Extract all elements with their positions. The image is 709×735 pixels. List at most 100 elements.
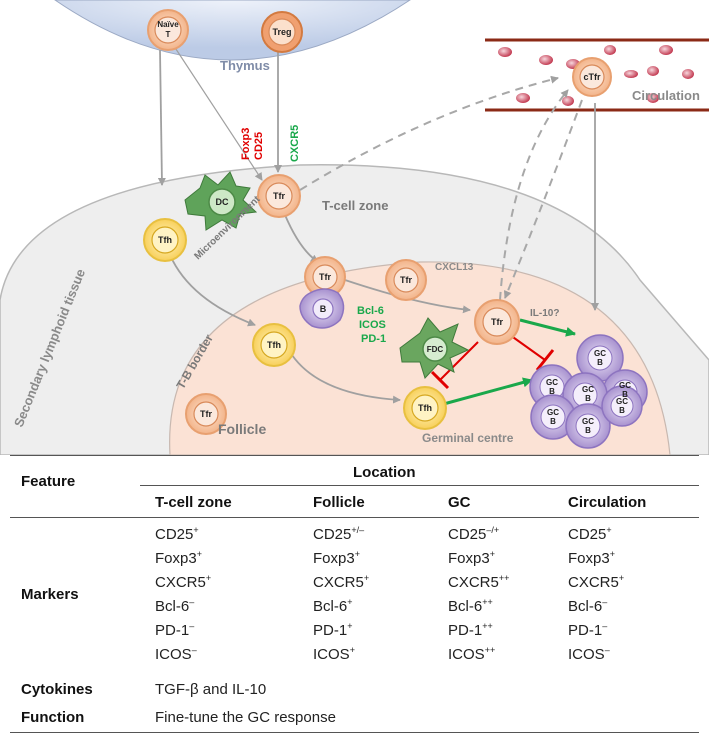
gc-b-label: B — [550, 417, 556, 426]
table-bottom-rule — [10, 732, 699, 733]
germinal-centre-label: Germinal centre — [422, 431, 514, 445]
marker-expression: ++ — [498, 573, 510, 583]
tfr-label: Tfr — [400, 275, 412, 285]
marker-cell: Bcl-6– — [155, 597, 195, 616]
fdc-label: FDC — [427, 345, 444, 354]
icos-marker-label: ICOS — [359, 319, 386, 331]
marker-cell: ICOS++ — [448, 645, 496, 664]
marker-expression: ++ — [482, 621, 493, 631]
follicular-dendritic-cell — [399, 317, 470, 379]
marker-cell: PD-1– — [155, 622, 194, 640]
marker-expression: + — [205, 573, 212, 583]
gc-b-label: GC — [582, 385, 594, 394]
tcell-zone-label: T-cell zone — [322, 198, 388, 213]
arrow-tfh-to-border — [169, 254, 256, 327]
marker-cell: Foxp3+ — [568, 550, 615, 568]
foxp3-marker-label: Foxp3 — [240, 128, 252, 160]
column-header-gc: GC — [448, 494, 471, 511]
header-bottom-rule — [10, 517, 699, 518]
markers-label: Markers — [21, 586, 79, 603]
marker-expression: + — [618, 573, 625, 583]
dashed-arrow-tfr-to-circulation — [299, 75, 559, 191]
activation-tfh-to-gcb — [439, 377, 533, 407]
marker-name: Foxp3 — [313, 550, 355, 567]
marker-expression: – — [191, 645, 197, 655]
inhibition-tfr-to-tfh — [430, 341, 479, 390]
marker-name: CD25 — [568, 526, 607, 543]
gc-b-cell — [530, 394, 576, 440]
arrow-naive-to-tfr — [169, 39, 263, 181]
marker-expression: ++ — [484, 645, 496, 655]
gc-b-label: B — [585, 426, 591, 435]
gc-b-label: B — [622, 390, 628, 399]
marker-cell: Foxp3+ — [448, 550, 495, 568]
location-header: Location — [353, 464, 416, 481]
marker-expression: + — [193, 525, 199, 535]
gc-b-label: B — [597, 358, 603, 367]
arrow-tfr-to-gc-tfr — [344, 279, 471, 314]
marker-name: Bcl-6 — [568, 598, 603, 615]
marker-expression: + — [363, 573, 370, 583]
tfr-cell-tcell-zone — [257, 174, 301, 218]
marker-name: ICOS — [568, 646, 605, 663]
marker-name: CXCR5 — [155, 574, 206, 591]
marker-name: CD25 — [155, 526, 194, 543]
function-label: Function — [21, 709, 85, 726]
treg-cell — [261, 11, 303, 53]
marker-name: Foxp3 — [448, 550, 490, 567]
location-underline — [140, 485, 699, 486]
gc-b-label: GC — [582, 417, 594, 426]
tfh-label: Tfh — [267, 340, 281, 350]
dashed-arrow-circulation-to-gc — [503, 99, 583, 299]
marker-cell: PD-1– — [568, 621, 608, 640]
marker-cell: ICOS– — [568, 646, 610, 664]
gc-b-cell — [576, 334, 624, 382]
gc-b-label: B — [619, 406, 625, 415]
gc-b-cell-cluster — [529, 334, 648, 449]
marker-cell: PD-1+ — [313, 621, 353, 640]
follicle-label: Follicle — [218, 421, 266, 437]
tfr-label: Tfr — [491, 317, 503, 327]
naive-t-label-1: Naïve — [157, 20, 179, 29]
feature-table: Location Feature T-cell zone Follicle GC… — [0, 455, 709, 735]
marker-cell: CXCR5+ — [313, 573, 370, 592]
naive-t-cell — [147, 9, 189, 51]
marker-cell: CD25+ — [155, 525, 199, 544]
marker-expression: + — [606, 525, 612, 535]
bcl6-marker-label: Bcl-6 — [357, 305, 384, 317]
marker-expression: + — [347, 597, 353, 607]
blood-vessel — [485, 38, 709, 112]
marker-expression: + — [347, 621, 353, 631]
marker-name: Bcl-6 — [448, 598, 483, 615]
tfh-cell-gc — [403, 386, 447, 430]
marker-name: CD25 — [313, 526, 352, 543]
naive-t-label-2: T — [166, 30, 171, 39]
gc-b-label: GC — [546, 378, 558, 387]
tfh-cell-border — [252, 323, 296, 367]
tfr-label: Tfr — [319, 272, 331, 282]
marker-cell: CD25+/– — [313, 526, 364, 544]
marker-cell: Bcl-6++ — [448, 597, 493, 616]
tfh-label: Tfh — [418, 403, 432, 413]
marker-expression: ++ — [482, 597, 493, 607]
arrow-tfh-to-gc-tfh — [291, 354, 401, 404]
marker-cell: PD-1++ — [448, 621, 493, 640]
marker-cell: ICOS– — [155, 645, 197, 664]
function-value: Fine-tune the GC response — [155, 709, 336, 726]
dendritic-cell — [184, 171, 258, 231]
marker-cell: ICOS+ — [313, 646, 355, 664]
inhibition-tfr-to-gcb — [509, 334, 555, 371]
thymus-region — [54, 0, 411, 61]
marker-cell: CXCR5+ — [568, 573, 625, 592]
marker-expression: – — [602, 621, 608, 631]
gc-b-label: GC — [619, 381, 631, 390]
red-blood-cells — [498, 45, 694, 106]
marker-cell: CXCR5++ — [448, 573, 510, 592]
marker-expression: – — [189, 597, 195, 607]
il10-label: IL-10? — [530, 308, 559, 319]
tfr-cell-follicle-2 — [385, 259, 427, 301]
marker-cell: CXCR5+ — [155, 573, 212, 592]
gc-b-label: B — [549, 387, 555, 396]
circulation-label: Circulation — [632, 88, 700, 103]
cytokines-value: TGF-β and IL-10 — [155, 681, 267, 698]
